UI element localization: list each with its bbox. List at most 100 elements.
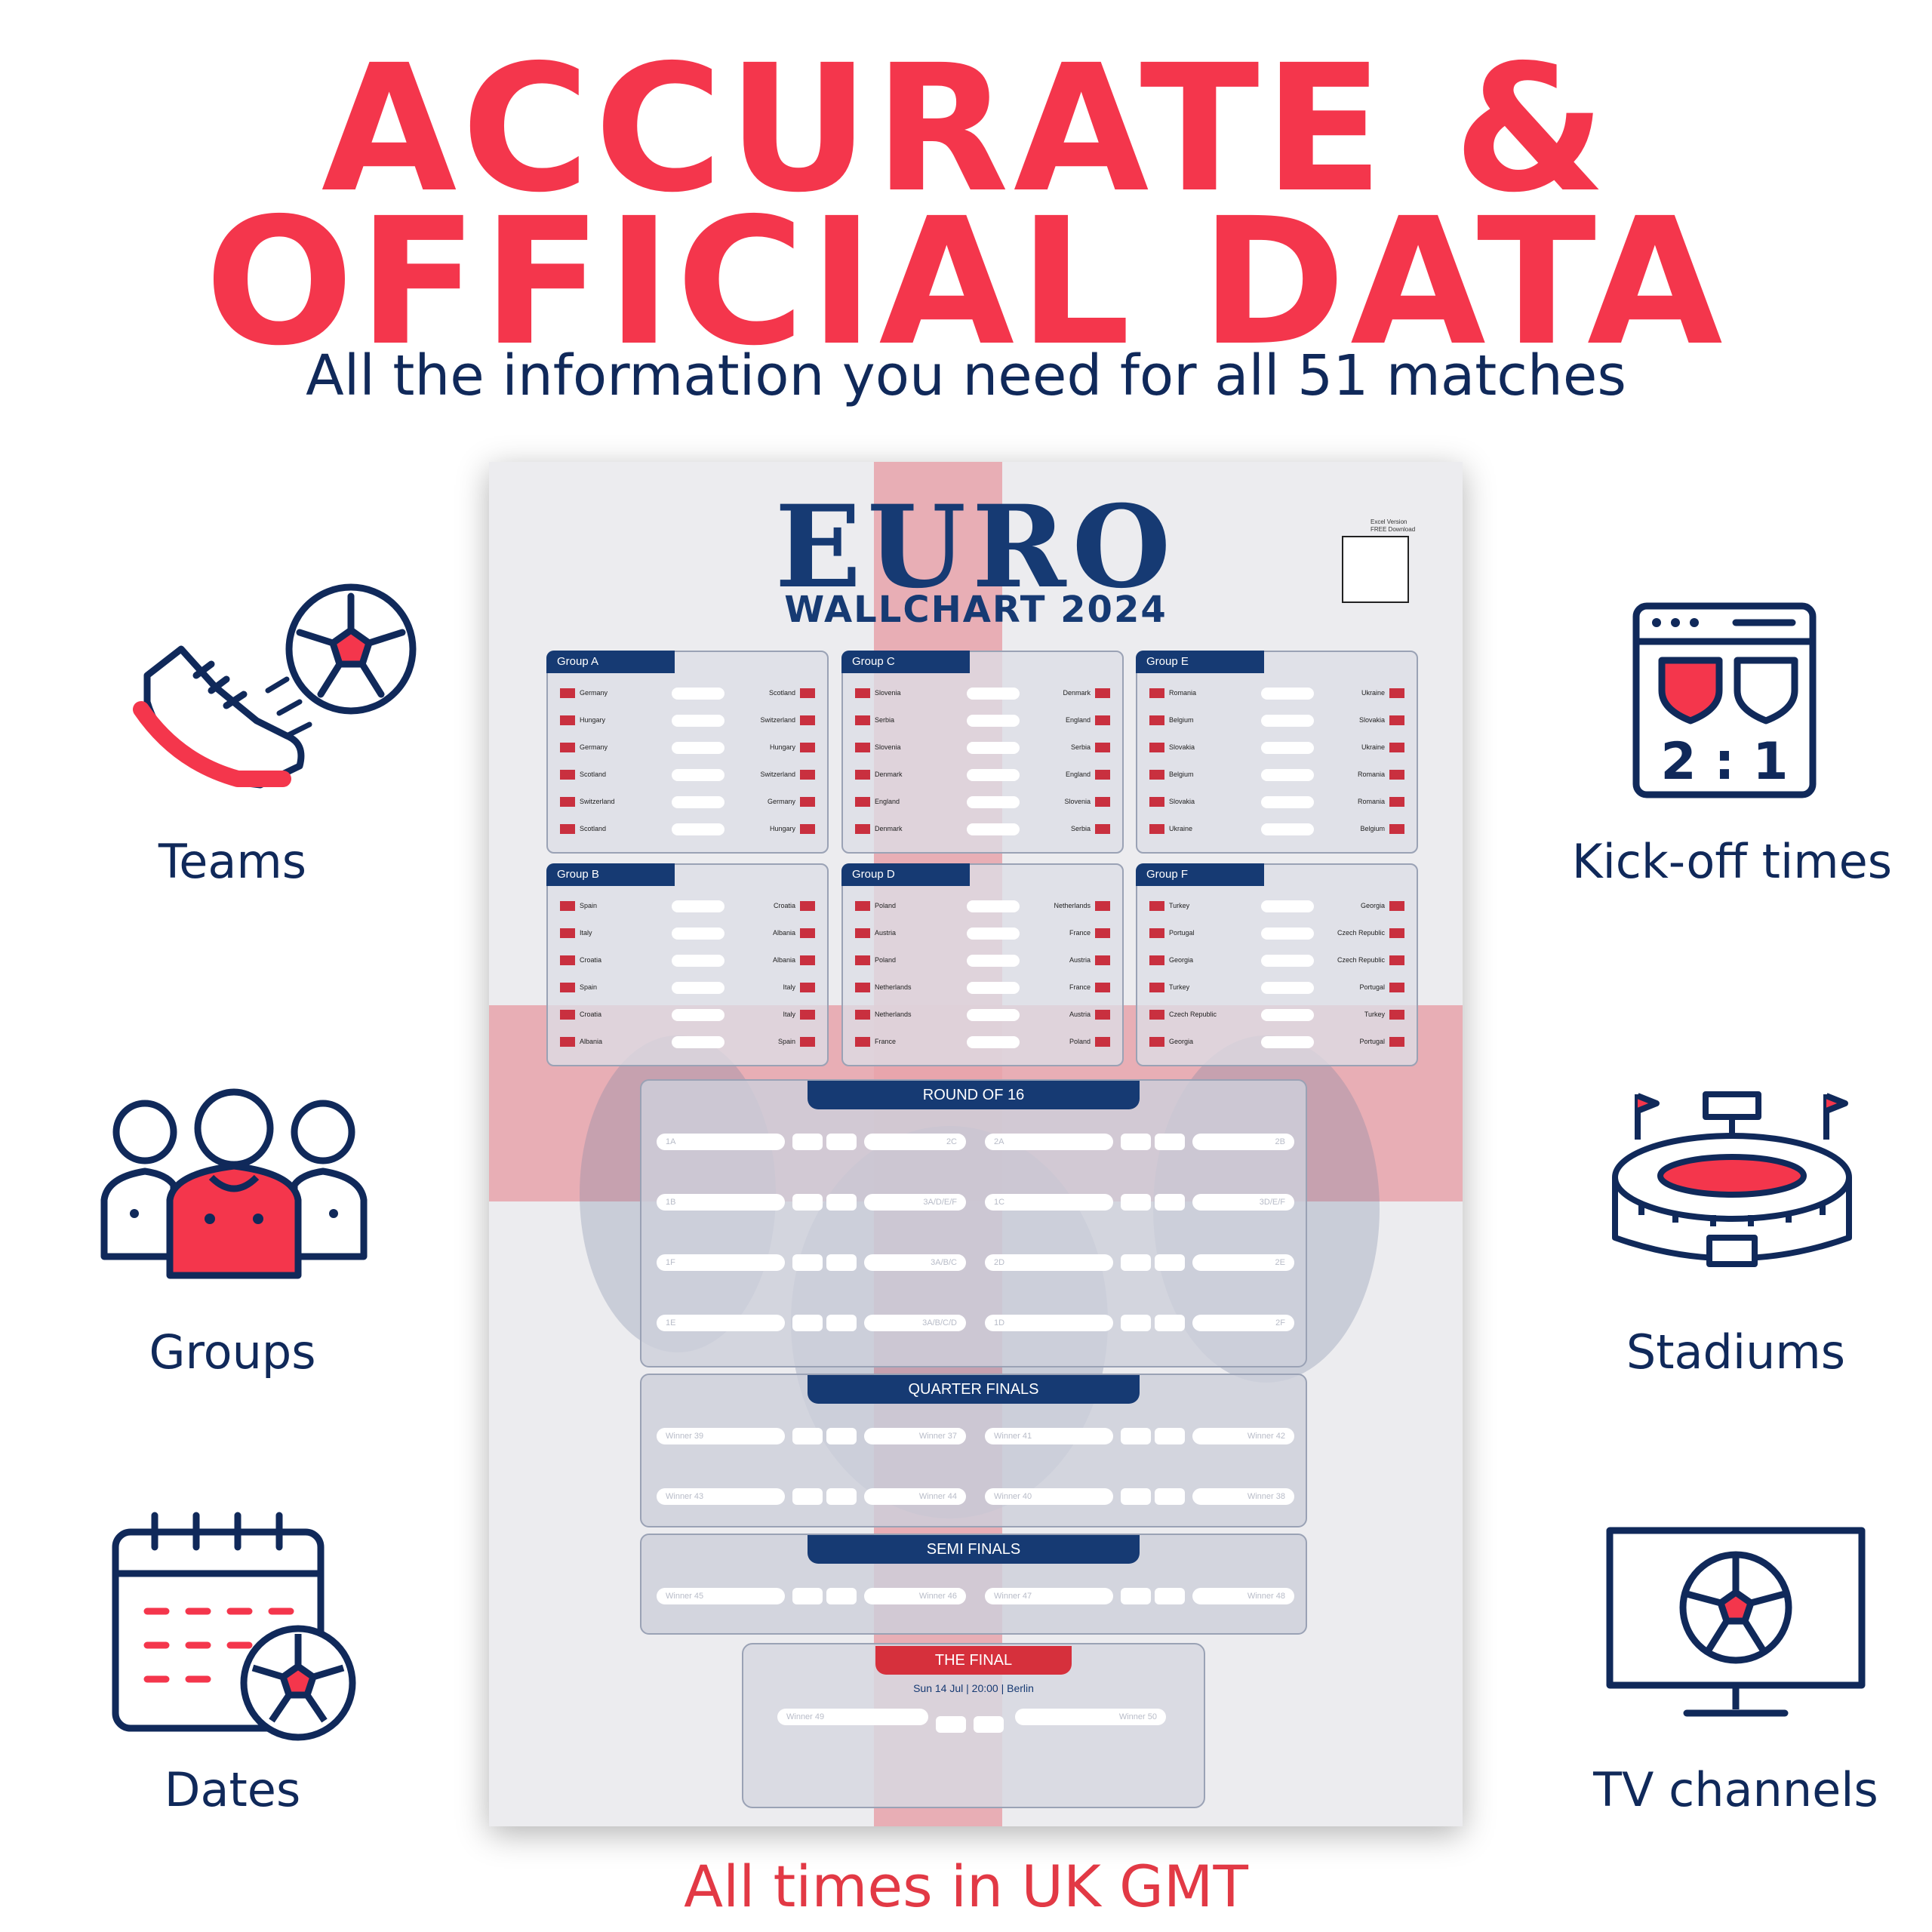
score-box[interactable] xyxy=(967,928,1020,940)
bracket-slot[interactable]: 1B xyxy=(657,1194,785,1211)
bracket-slot[interactable]: 1A xyxy=(657,1134,785,1150)
score-box[interactable] xyxy=(1121,1488,1151,1505)
score-box[interactable] xyxy=(967,796,1020,808)
score-box[interactable] xyxy=(826,1134,857,1150)
bracket-slot[interactable]: Winner 45 xyxy=(657,1588,785,1604)
bracket-slot[interactable]: 3A/B/C/D xyxy=(864,1315,966,1331)
score-box[interactable] xyxy=(1261,1036,1314,1048)
score-box[interactable] xyxy=(1155,1134,1185,1150)
score-box[interactable] xyxy=(672,715,724,727)
score-box[interactable] xyxy=(1121,1428,1151,1444)
bracket-slot[interactable]: Winner 47 xyxy=(985,1588,1113,1604)
score-box[interactable] xyxy=(1261,928,1314,940)
score-box[interactable] xyxy=(1121,1254,1151,1271)
bracket-slot[interactable]: Winner 37 xyxy=(864,1428,966,1444)
bracket-slot[interactable]: 2E xyxy=(1192,1254,1294,1271)
bracket-slot[interactable]: 1E xyxy=(657,1315,785,1331)
score-box[interactable] xyxy=(1261,688,1314,700)
bracket-slot[interactable]: 3D/E/F xyxy=(1192,1194,1294,1211)
score-box[interactable] xyxy=(1155,1588,1185,1604)
score-box[interactable] xyxy=(672,928,724,940)
score-box[interactable] xyxy=(936,1716,966,1733)
score-box[interactable] xyxy=(1261,1009,1314,1021)
score-box[interactable] xyxy=(826,1428,857,1444)
score-box[interactable] xyxy=(672,1009,724,1021)
score-box[interactable] xyxy=(672,688,724,700)
score-box[interactable] xyxy=(1121,1588,1151,1604)
score-box[interactable] xyxy=(672,955,724,967)
score-box[interactable] xyxy=(826,1588,857,1604)
score-box[interactable] xyxy=(1155,1315,1185,1331)
score-box[interactable] xyxy=(792,1428,823,1444)
score-box[interactable] xyxy=(826,1254,857,1271)
score-box[interactable] xyxy=(1121,1134,1151,1150)
bracket-slot[interactable]: Winner 44 xyxy=(864,1488,966,1505)
bracket-slot[interactable]: Winner 41 xyxy=(985,1428,1113,1444)
score-box[interactable] xyxy=(826,1315,857,1331)
score-box[interactable] xyxy=(826,1488,857,1505)
score-box[interactable] xyxy=(1155,1488,1185,1505)
score-box[interactable] xyxy=(672,900,724,912)
score-box[interactable] xyxy=(826,1194,857,1211)
bracket-slot[interactable]: 1D xyxy=(985,1315,1113,1331)
score-box[interactable] xyxy=(967,1036,1020,1048)
score-box[interactable] xyxy=(967,823,1020,835)
score-box[interactable] xyxy=(792,1315,823,1331)
flag-icon xyxy=(1095,1037,1110,1047)
score-box[interactable] xyxy=(1261,742,1314,754)
bracket-slot[interactable]: 1F xyxy=(657,1254,785,1271)
score-box[interactable] xyxy=(967,769,1020,781)
score-box[interactable] xyxy=(1261,900,1314,912)
bracket-slot[interactable]: Winner 42 xyxy=(1192,1428,1294,1444)
score-box[interactable] xyxy=(792,1254,823,1271)
score-box[interactable] xyxy=(1261,796,1314,808)
bracket-slot[interactable]: Winner 48 xyxy=(1192,1588,1294,1604)
score-box[interactable] xyxy=(1261,955,1314,967)
score-box[interactable] xyxy=(792,1134,823,1150)
bracket-slot[interactable]: 2C xyxy=(864,1134,966,1150)
score-box[interactable] xyxy=(672,769,724,781)
flag-icon xyxy=(855,955,870,965)
bracket-slot[interactable]: Winner 40 xyxy=(985,1488,1113,1505)
score-box[interactable] xyxy=(1261,715,1314,727)
score-box[interactable] xyxy=(967,955,1020,967)
score-box[interactable] xyxy=(672,982,724,994)
score-box[interactable] xyxy=(672,796,724,808)
bracket-slot[interactable]: Winner 46 xyxy=(864,1588,966,1604)
bracket-slot[interactable]: Winner 38 xyxy=(1192,1488,1294,1505)
bracket-slot[interactable]: Winner 43 xyxy=(657,1488,785,1505)
score-box[interactable] xyxy=(967,742,1020,754)
score-box[interactable] xyxy=(974,1716,1004,1733)
score-box[interactable] xyxy=(1121,1194,1151,1211)
bracket-slot[interactable]: 2A xyxy=(985,1134,1113,1150)
score-box[interactable] xyxy=(792,1194,823,1211)
bracket-slot[interactable]: 3A/B/C xyxy=(864,1254,966,1271)
bracket-slot[interactable]: Winner 50 xyxy=(1015,1709,1166,1725)
bracket-slot[interactable]: Winner 39 xyxy=(657,1428,785,1444)
score-box[interactable] xyxy=(967,900,1020,912)
score-box[interactable] xyxy=(967,1009,1020,1021)
bracket-slot[interactable]: 1C xyxy=(985,1194,1113,1211)
bracket-slot[interactable]: 2F xyxy=(1192,1315,1294,1331)
score-box[interactable] xyxy=(967,715,1020,727)
score-box[interactable] xyxy=(1155,1428,1185,1444)
score-box[interactable] xyxy=(672,1036,724,1048)
bracket-slot[interactable]: 2B xyxy=(1192,1134,1294,1150)
score-box[interactable] xyxy=(672,823,724,835)
score-box[interactable] xyxy=(792,1588,823,1604)
bracket-slot[interactable]: 3A/D/E/F xyxy=(864,1194,966,1211)
score-box[interactable] xyxy=(967,688,1020,700)
score-box[interactable] xyxy=(1261,769,1314,781)
score-box[interactable] xyxy=(1261,823,1314,835)
score-box[interactable] xyxy=(1121,1315,1151,1331)
bracket-slot[interactable]: Winner 49 xyxy=(777,1709,928,1725)
score-box[interactable] xyxy=(1261,982,1314,994)
qr-code[interactable] xyxy=(1342,536,1409,603)
score-box[interactable] xyxy=(967,982,1020,994)
bracket-slot[interactable]: 2D xyxy=(985,1254,1113,1271)
score-box[interactable] xyxy=(792,1488,823,1505)
score-box[interactable] xyxy=(1155,1194,1185,1211)
score-box[interactable] xyxy=(672,742,724,754)
score-box[interactable] xyxy=(1155,1254,1185,1271)
